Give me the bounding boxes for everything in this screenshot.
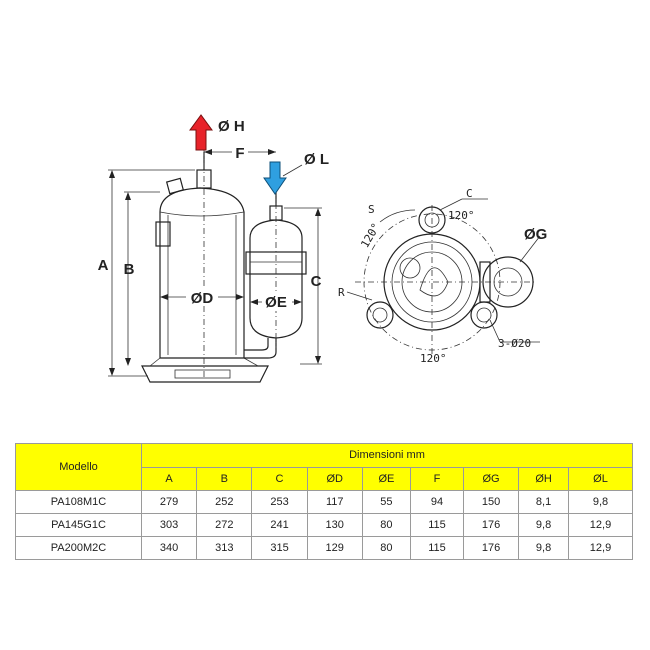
table-row: PA108M1C 279 252 253 117 55 94 150 8,1 9… — [15, 490, 633, 514]
table-row: PA145G1C 303 272 241 130 80 115 176 9,8 … — [15, 513, 633, 537]
value-cell: 272 — [196, 513, 253, 537]
top-c-label: C — [466, 187, 473, 200]
model-cell: PA200M2C — [15, 536, 142, 560]
dim-f-label: F — [235, 145, 244, 162]
compressor-drawing: A B C ØD ØE F Ø H Ø L — [98, 114, 547, 383]
discharge-arrow — [189, 114, 213, 151]
dim-b-label: B — [124, 261, 135, 278]
value-cell: 55 — [361, 490, 412, 514]
value-cell: 115 — [410, 536, 464, 560]
value-cell: 115 — [410, 513, 464, 537]
value-cell: 252 — [196, 490, 253, 514]
value-cell: 150 — [462, 490, 520, 514]
model-cell: PA108M1C — [15, 490, 142, 514]
compressor-shell — [159, 187, 245, 359]
value-cell: 340 — [140, 536, 198, 560]
col-header-d: ØD — [306, 466, 363, 491]
angle-left-label: 120° — [358, 221, 383, 250]
value-cell: 12,9 — [568, 536, 633, 560]
col-header-e: ØE — [361, 466, 412, 491]
base-plate — [141, 365, 269, 383]
table-row: PA200M2C 340 313 315 129 80 115 176 9,8 … — [15, 536, 633, 560]
top-g-label: ØG — [524, 226, 547, 243]
value-cell: 117 — [306, 490, 363, 514]
model-cell: PA145G1C — [15, 513, 142, 537]
value-cell: 241 — [251, 513, 308, 537]
value-cell: 313 — [196, 536, 253, 560]
col-header-l: ØL — [568, 466, 633, 491]
col-header-g: ØG — [462, 466, 520, 491]
value-cell: 12,9 — [568, 513, 633, 537]
dim-a-label: A — [98, 257, 109, 274]
col-header-c: C — [251, 466, 308, 491]
top-s-label: S — [368, 203, 375, 216]
dim-d-label: ØD — [191, 290, 214, 307]
dim-h-label: Ø H — [218, 118, 245, 135]
dim-c-label: C — [311, 273, 322, 290]
model-header: Modello — [15, 443, 142, 491]
value-cell: 315 — [251, 536, 308, 560]
value-cell: 9,8 — [518, 513, 570, 537]
side-view: A B C ØD ØE F Ø H Ø L — [98, 114, 329, 383]
value-cell: 8,1 — [518, 490, 570, 514]
holes-label: 3-Ø20 — [498, 337, 531, 350]
accumulator-top — [482, 256, 534, 308]
value-cell: 9,8 — [568, 490, 633, 514]
angle-top-label: 120° — [448, 209, 475, 222]
value-cell: 303 — [140, 513, 198, 537]
value-cell: 94 — [410, 490, 464, 514]
value-cell: 279 — [140, 490, 198, 514]
value-cell: 176 — [462, 536, 520, 560]
value-cell: 253 — [251, 490, 308, 514]
col-header-a: A — [140, 466, 198, 491]
dimensions-table: Modello Dimensioni mm A B C ØD ØE F ØG Ø… — [15, 443, 633, 560]
col-header-f: F — [410, 466, 464, 491]
top-r-label: R — [338, 286, 345, 299]
col-header-h: ØH — [518, 466, 570, 491]
suction-arrow — [263, 161, 287, 195]
value-cell: 130 — [306, 513, 363, 537]
value-cell: 80 — [361, 536, 412, 560]
dimensions-group-header: Dimensioni mm — [141, 443, 633, 468]
value-cell: 9,8 — [518, 536, 570, 560]
angle-bottom-label: 120° — [420, 352, 447, 365]
dim-l-label: Ø L — [304, 151, 329, 168]
value-cell: 80 — [361, 513, 412, 537]
col-header-b: B — [196, 466, 253, 491]
dim-e-label: ØE — [265, 294, 287, 311]
top-view: C S 120° 120° 120° ØG R 3-Ø20 — [338, 187, 547, 365]
value-cell: 176 — [462, 513, 520, 537]
accumulator — [249, 219, 303, 339]
value-cell: 129 — [306, 536, 363, 560]
